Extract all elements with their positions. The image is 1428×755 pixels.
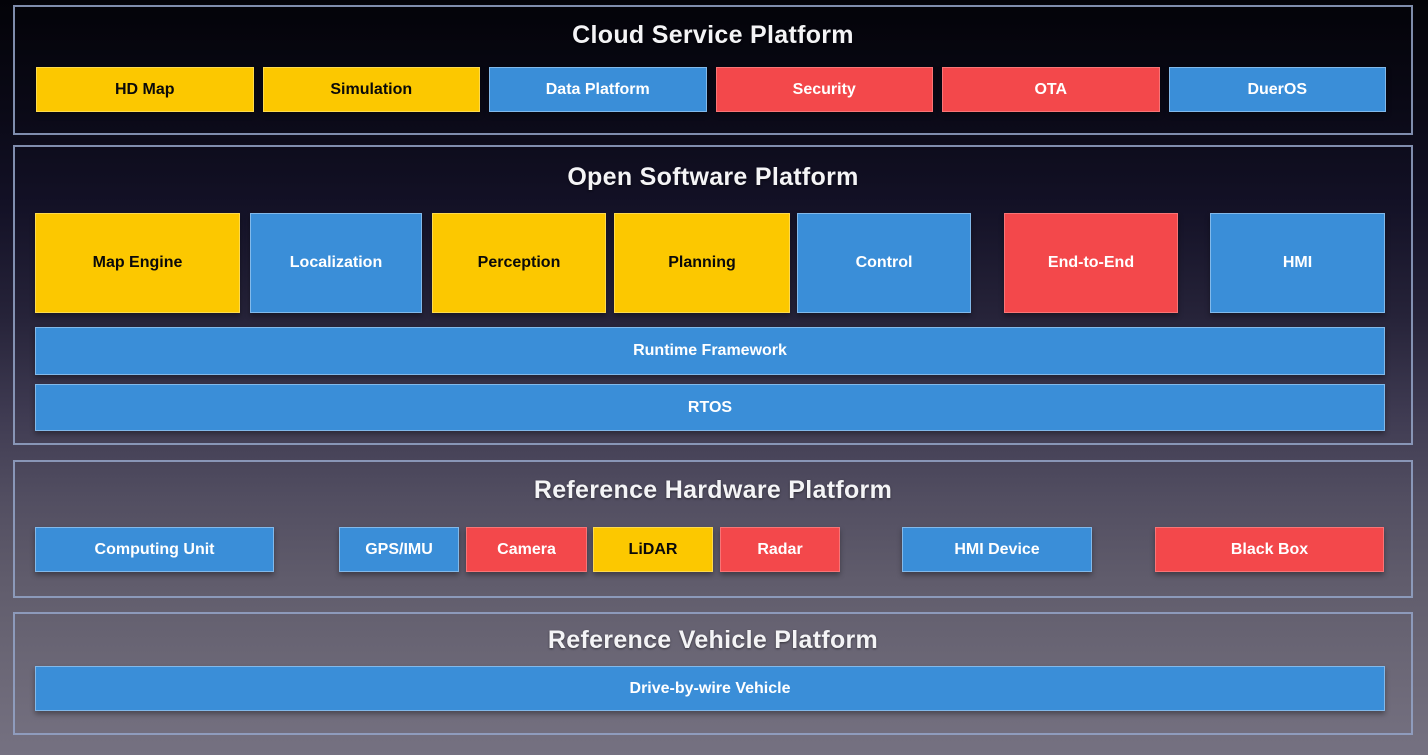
section-reference-hardware-platform: Reference Hardware Platform Computing Un… (13, 460, 1413, 598)
box-lidar: LiDAR (593, 527, 713, 572)
box-dueros: DuerOS (1168, 67, 1386, 112)
box-end-to-end: End-to-End (1004, 213, 1178, 313)
box-control: Control (797, 213, 971, 313)
box-black-box: Black Box (1155, 527, 1384, 572)
box-hd-map: HD Map (36, 67, 254, 112)
box-localization: Localization (250, 213, 422, 313)
box-ota: OTA (942, 67, 1160, 112)
bar-rtos: RTOS (35, 384, 1385, 431)
vehicle-section-title: Reference Vehicle Platform (547, 626, 879, 654)
cloud-section-title: Cloud Service Platform (572, 21, 854, 49)
section-reference-vehicle-platform: Reference Vehicle Platform Drive-by-wire… (13, 612, 1413, 735)
box-map-engine: Map Engine (35, 213, 240, 313)
box-data-platform: Data Platform (489, 67, 707, 112)
bar-drive-by-wire-vehicle: Drive-by-wire Vehicle (35, 666, 1385, 711)
box-hmi: HMI (1210, 213, 1385, 313)
box-planning: Planning (614, 213, 790, 313)
box-hmi-device: HMI Device (902, 527, 1092, 572)
section-cloud-service-platform: Cloud Service Platform HD Map Simulation… (13, 5, 1413, 135)
hardware-boxes-row: Computing Unit GPS/IMU Camera LiDAR Rada… (35, 527, 1385, 572)
cloud-boxes-row: HD Map Simulation Data Platform Security… (36, 67, 1386, 112)
software-modules-row: Map Engine Localization Perception Plann… (35, 213, 1385, 313)
box-camera: Camera (466, 527, 587, 572)
software-section-title: Open Software Platform (567, 163, 859, 191)
box-security: Security (715, 67, 933, 112)
box-radar: Radar (720, 527, 840, 572)
box-computing-unit: Computing Unit (35, 527, 274, 572)
bar-runtime-framework: Runtime Framework (35, 327, 1385, 375)
box-gps-imu: GPS/IMU (339, 527, 459, 572)
hardware-section-title: Reference Hardware Platform (533, 476, 893, 504)
section-open-software-platform: Open Software Platform Map Engine Locali… (13, 145, 1413, 445)
box-perception: Perception (432, 213, 606, 313)
box-simulation: Simulation (262, 67, 480, 112)
